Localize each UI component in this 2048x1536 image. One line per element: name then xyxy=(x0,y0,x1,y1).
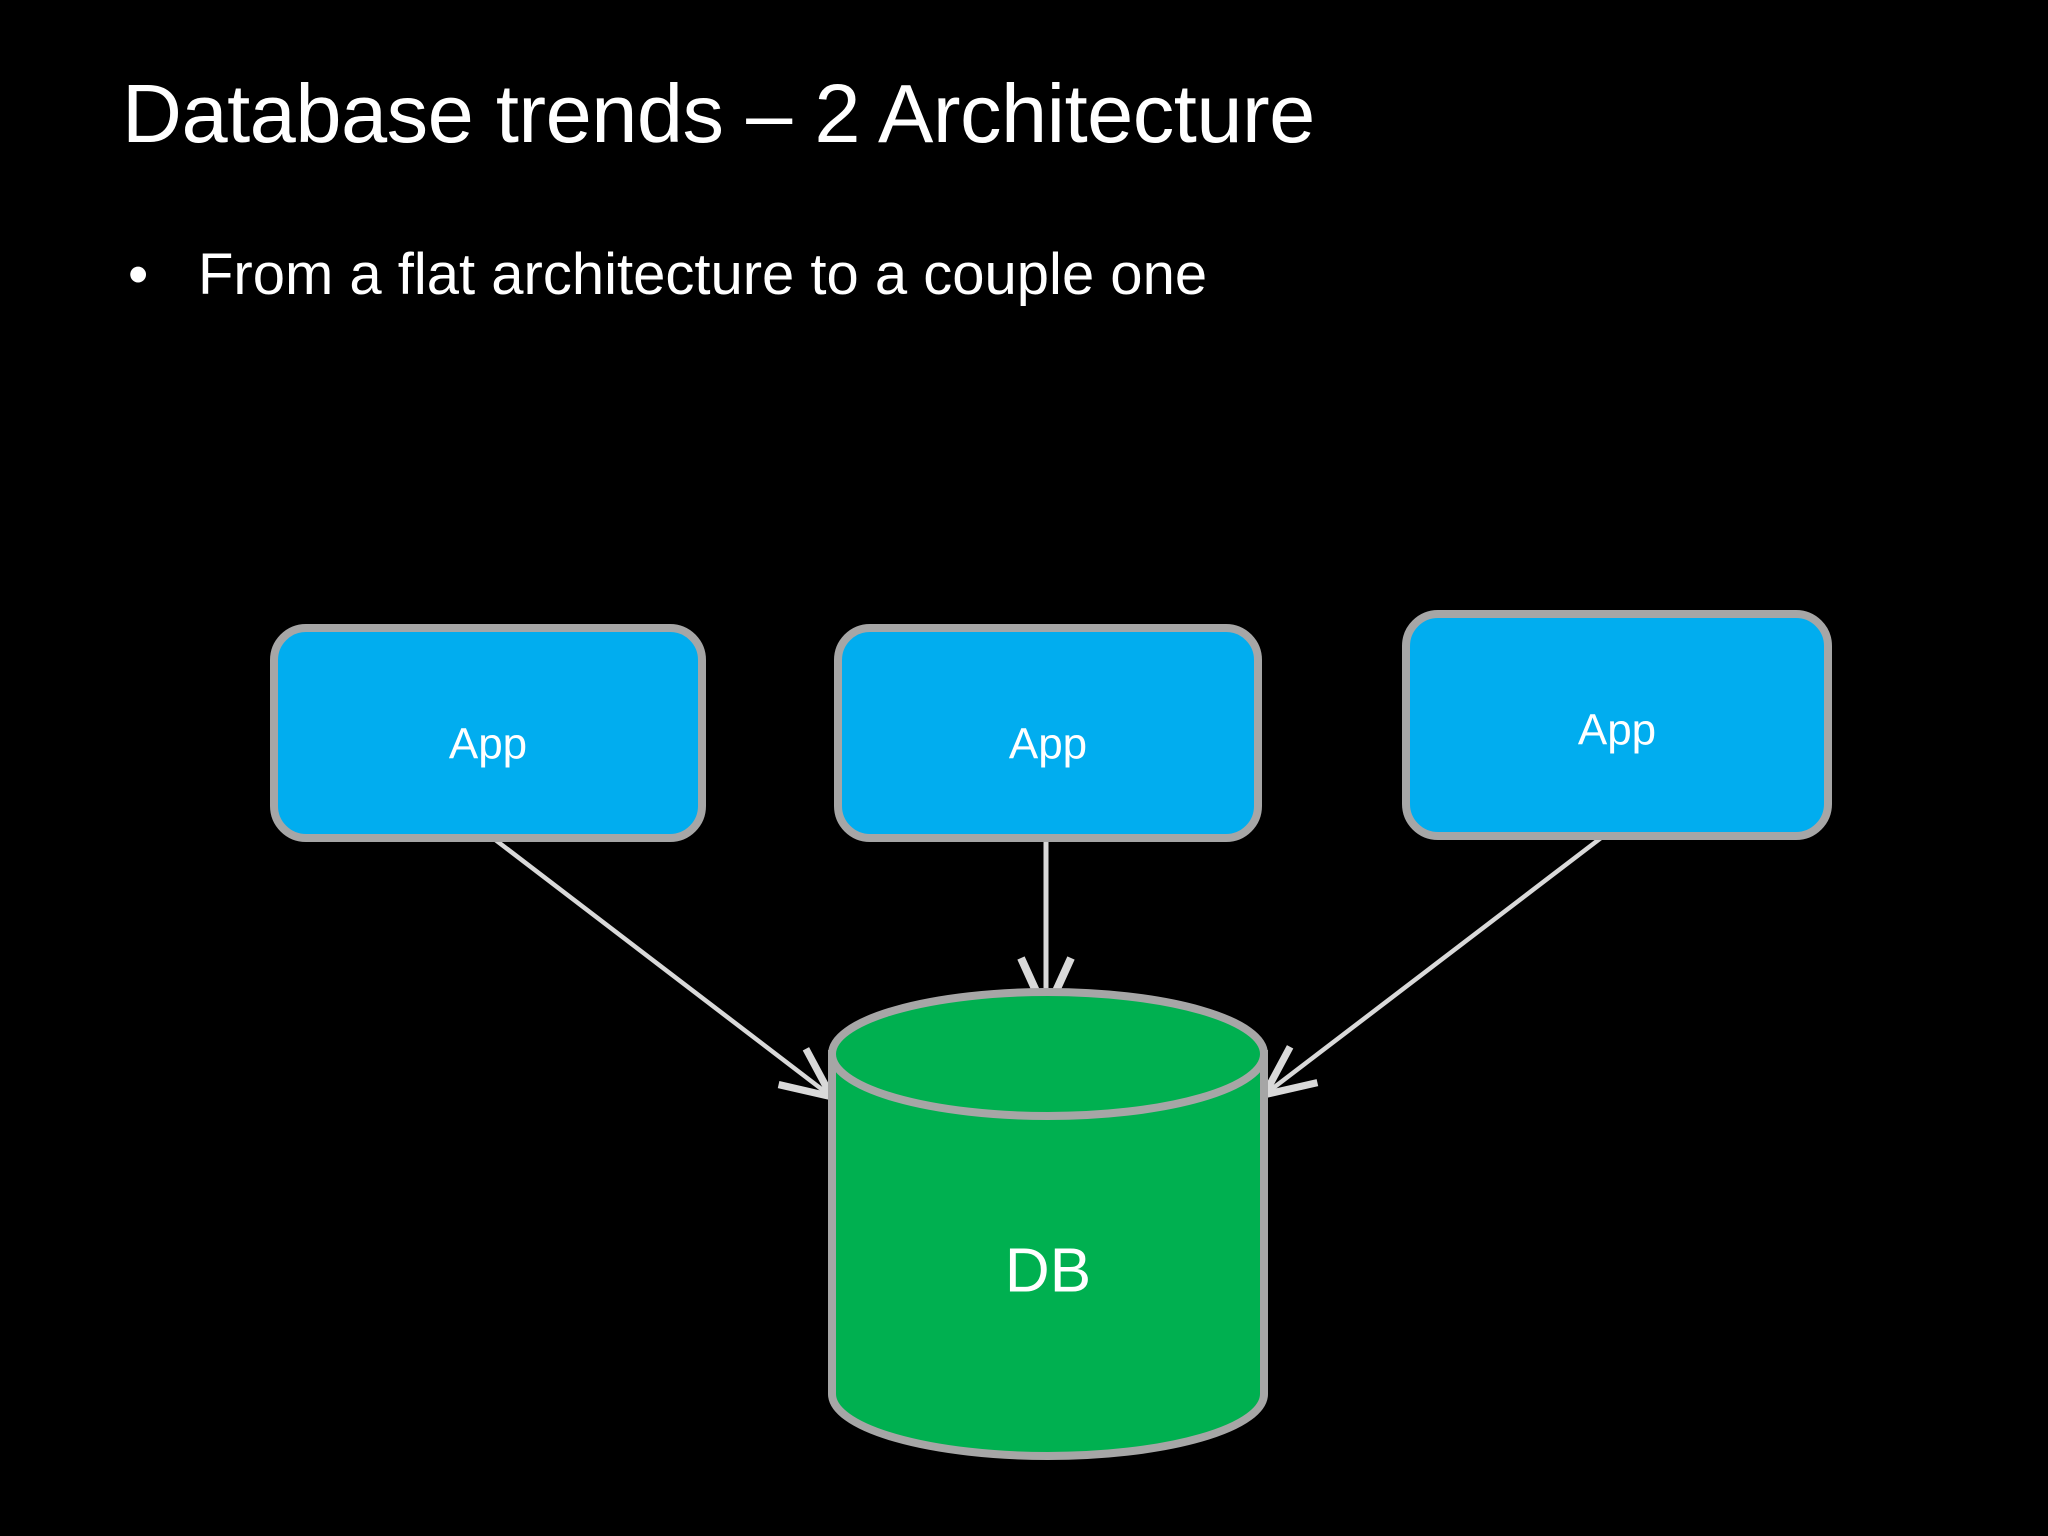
app-node-2-shape[interactable] xyxy=(834,624,1262,842)
edge-app1-to-db xyxy=(487,833,839,1103)
app-node-1-shape[interactable] xyxy=(270,624,706,842)
edge-app3-to-db xyxy=(1257,826,1616,1101)
db-node-body[interactable] xyxy=(828,1050,1268,1460)
app-node-3-label: App xyxy=(1578,706,1656,755)
bullet-list: • From a flat architecture to a couple o… xyxy=(120,240,1940,311)
app-node-2-label: App xyxy=(1009,720,1087,769)
page-title: Database trends – 2 Architecture xyxy=(122,67,1315,160)
bullet-text: From a flat architecture to a couple one xyxy=(198,242,1208,307)
db-node[interactable]: DB xyxy=(828,988,1268,1460)
db-node-label: DB xyxy=(1005,1236,1091,1305)
app-node-1-label: App xyxy=(449,720,527,769)
bullet-marker-icon: • xyxy=(128,242,149,307)
app-node-3[interactable]: App xyxy=(1402,610,1832,840)
app-node-2[interactable]: App xyxy=(834,624,1262,842)
app-node-1[interactable]: App xyxy=(270,624,706,842)
list-item: • From a flat architecture to a couple o… xyxy=(120,240,1940,311)
db-node-top[interactable] xyxy=(828,988,1268,1120)
app-node-3-shape[interactable] xyxy=(1402,610,1832,840)
